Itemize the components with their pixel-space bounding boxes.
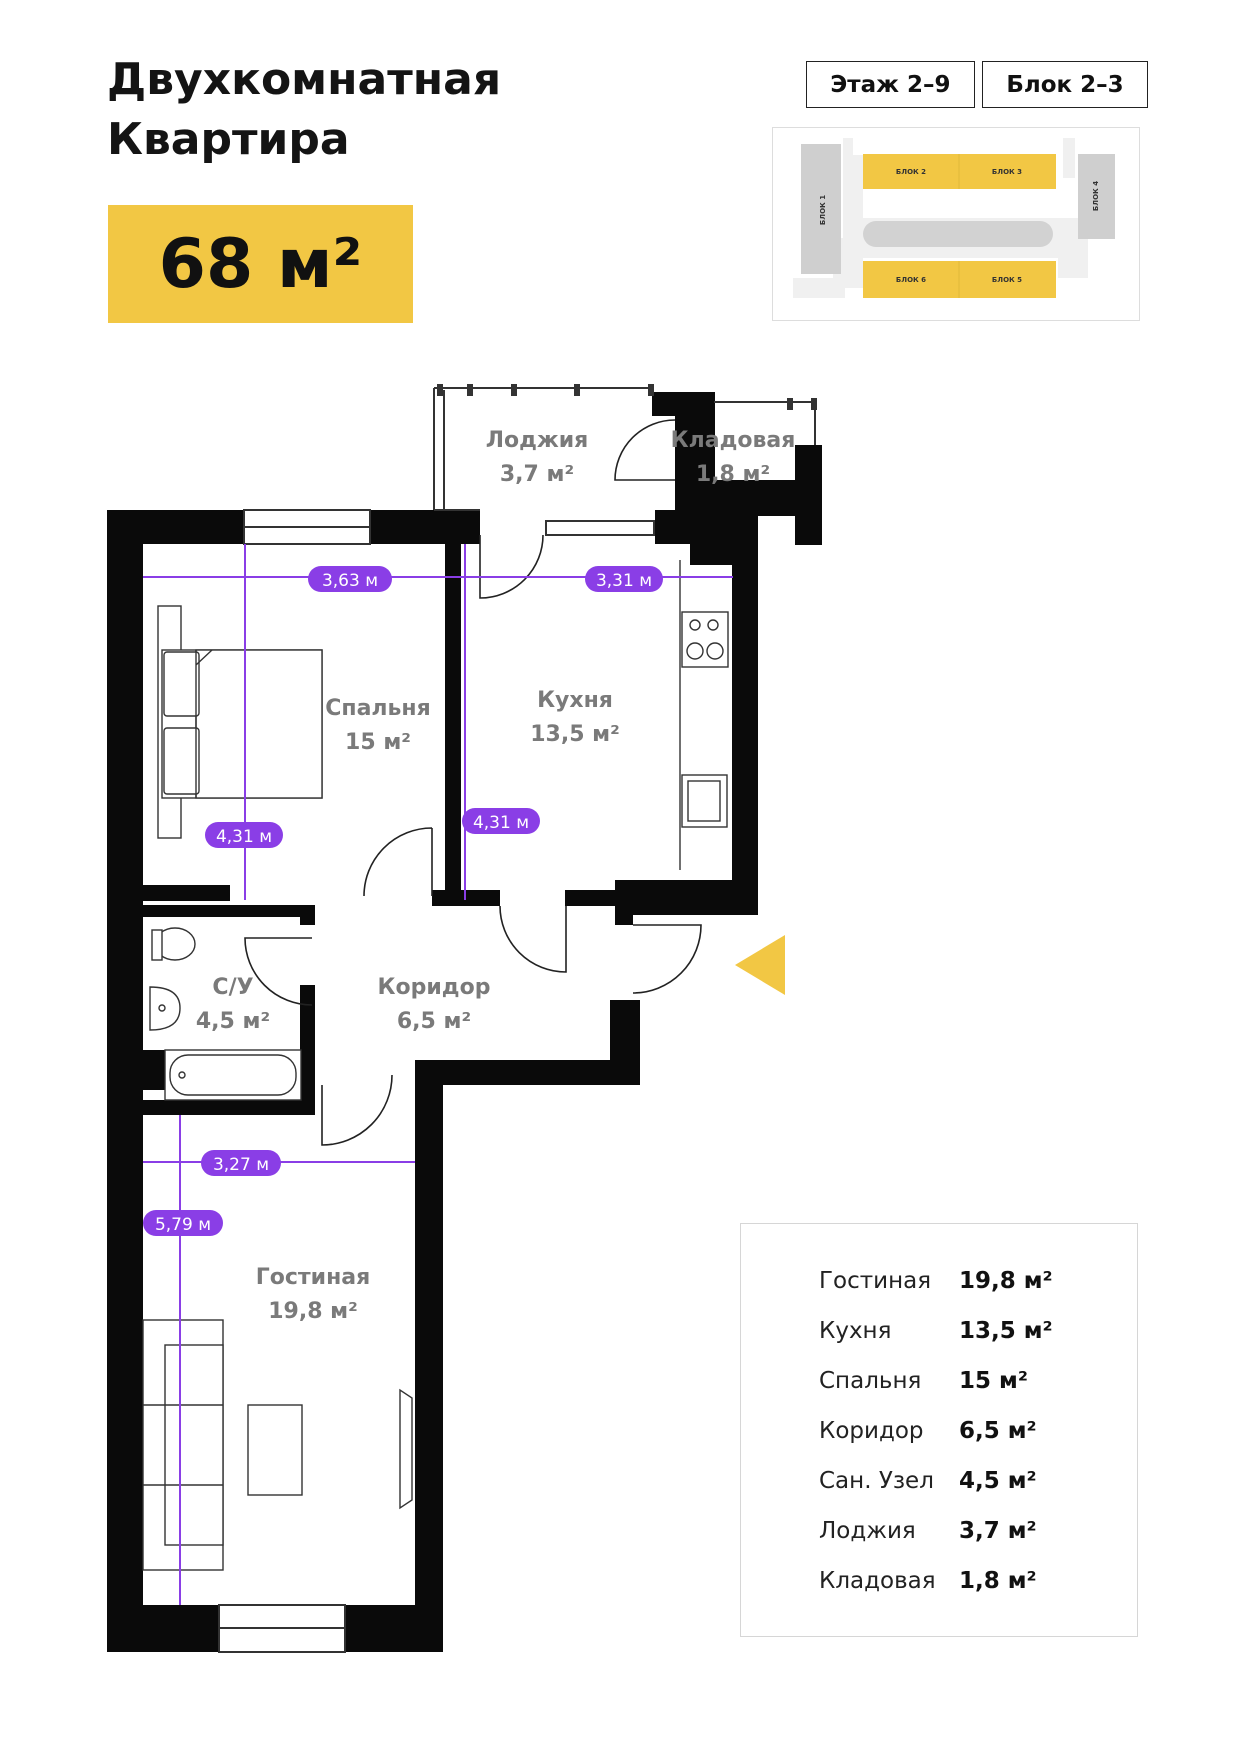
site-block-3 bbox=[959, 154, 1056, 189]
block-tag: Блок 2–3 bbox=[982, 61, 1148, 108]
site-block-4-label: БЛОК 4 bbox=[1092, 181, 1100, 211]
site-block-1 bbox=[801, 144, 841, 274]
floor-label: Этаж 2–9 bbox=[830, 71, 951, 98]
total-area: 68 м² bbox=[158, 224, 363, 304]
dimension-bedroom-width: 3,63 м bbox=[322, 571, 378, 591]
legend-room-name: Коридор bbox=[819, 1418, 924, 1444]
dimension-living-depth: 5,79 м bbox=[155, 1215, 211, 1235]
legend-room-name: Гостиная bbox=[819, 1268, 932, 1294]
legend-room-area: 13,5 м² bbox=[959, 1318, 1053, 1344]
legend-room-area: 3,7 м² bbox=[959, 1518, 1037, 1544]
room-corridor-name: Коридор bbox=[378, 975, 491, 1000]
site-block-2 bbox=[863, 154, 959, 189]
total-area-badge: 68 м² bbox=[108, 205, 413, 323]
legend-room-area: 6,5 м² bbox=[959, 1418, 1037, 1444]
site-block-6 bbox=[863, 261, 959, 298]
legend-room-name: Сан. Узел bbox=[819, 1468, 934, 1494]
block-label: Блок 2–3 bbox=[1006, 71, 1124, 98]
room-bathroom-area: 4,5 м² bbox=[196, 1009, 270, 1034]
title-line-1: Двухкомнатная bbox=[107, 54, 502, 105]
dimension-bedroom-depth: 4,31 м bbox=[216, 827, 272, 847]
dimension-living-width: 3,27 м bbox=[213, 1155, 269, 1175]
room-living-name: Гостиная bbox=[256, 1265, 371, 1290]
legend-room-area: 1,8 м² bbox=[959, 1568, 1037, 1594]
room-loggia-name: Лоджия bbox=[486, 428, 589, 453]
room-kitchen-area: 13,5 м² bbox=[530, 722, 620, 747]
dimension-kitchen-depth: 4,31 м bbox=[473, 813, 529, 833]
page-title: Двухкомнатная Квартира bbox=[107, 50, 501, 170]
furniture bbox=[142, 560, 729, 1571]
room-storage-name: Кладовая bbox=[671, 428, 796, 453]
doors bbox=[244, 419, 702, 1146]
room-labels: Лоджия 3,7 м² Кладовая 1,8 м² Спальня 15… bbox=[196, 428, 795, 1324]
dimension-kitchen-width: 3,31 м bbox=[596, 571, 652, 591]
site-courtyard bbox=[863, 221, 1053, 247]
area-legend: Гостиная 19,8 м² Кухня 13,5 м² Спальня 1… bbox=[740, 1223, 1138, 1637]
site-block-3-label: БЛОК 3 bbox=[992, 168, 1022, 176]
site-block-6-label: БЛОК 6 bbox=[896, 276, 926, 284]
room-bathroom-name: С/У bbox=[212, 975, 253, 1000]
site-block-2-label: БЛОК 2 bbox=[896, 168, 926, 176]
dimension-labels: 3,63 м 3,31 м 4,31 м 4,31 м 3,27 м 5,79 … bbox=[143, 566, 663, 1236]
floor-tag: Этаж 2–9 bbox=[806, 61, 975, 108]
site-block-4 bbox=[1078, 154, 1115, 239]
entrance-arrow-icon bbox=[735, 935, 785, 995]
walls bbox=[107, 392, 822, 1652]
room-bedroom-area: 15 м² bbox=[345, 730, 411, 755]
site-map: БЛОК 1 БЛОК 4 БЛОК 2 БЛОК 3 БЛОК 6 БЛОК … bbox=[772, 127, 1140, 321]
legend-room-name: Лоджия bbox=[819, 1518, 916, 1544]
site-block-5 bbox=[959, 261, 1056, 298]
room-storage-area: 1,8 м² bbox=[696, 462, 770, 487]
room-corridor-area: 6,5 м² bbox=[397, 1009, 471, 1034]
site-block-1-label: БЛОК 1 bbox=[819, 195, 827, 225]
legend-room-area: 4,5 м² bbox=[959, 1468, 1037, 1494]
legend-room-name: Кухня bbox=[819, 1318, 892, 1344]
room-kitchen-name: Кухня bbox=[537, 688, 613, 713]
title-line-2: Квартира bbox=[107, 114, 350, 165]
room-bedroom-name: Спальня bbox=[325, 696, 431, 721]
legend-room-area: 19,8 м² bbox=[959, 1268, 1053, 1294]
legend-room-name: Спальня bbox=[819, 1368, 922, 1394]
room-loggia-area: 3,7 м² bbox=[500, 462, 574, 487]
site-map-drawing: БЛОК 1 БЛОК 4 БЛОК 2 БЛОК 3 БЛОК 6 БЛОК … bbox=[793, 138, 1115, 298]
windows bbox=[218, 509, 655, 1653]
legend-room-area: 15 м² bbox=[959, 1368, 1028, 1394]
legend-room-name: Кладовая bbox=[819, 1568, 936, 1594]
loggia-window-ticks bbox=[437, 384, 817, 410]
site-block-5-label: БЛОК 5 bbox=[992, 276, 1022, 284]
room-living-area: 19,8 м² bbox=[268, 1299, 358, 1324]
